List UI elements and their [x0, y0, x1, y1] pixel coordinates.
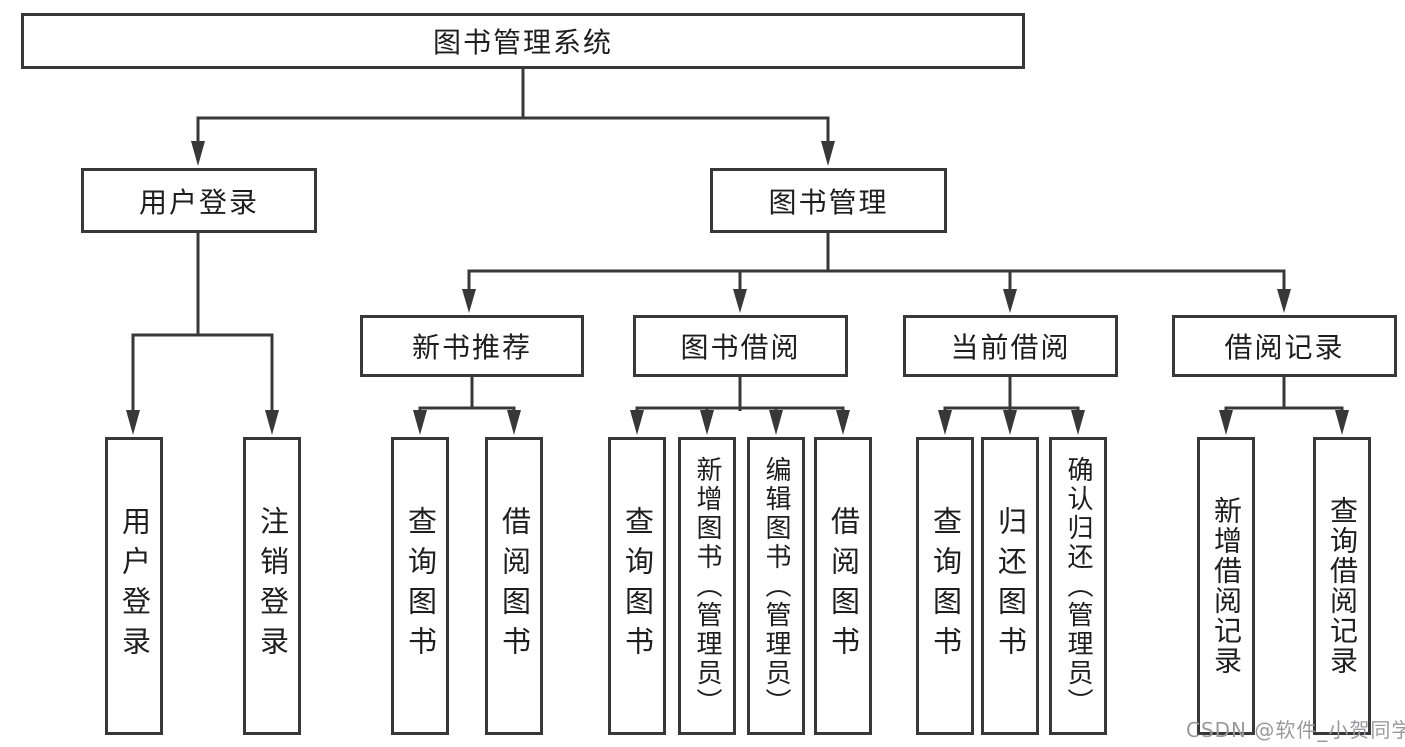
leaf-records-add-record: 新增借阅记录 — [1197, 437, 1255, 735]
leaf-logout: 注销登录 — [243, 437, 301, 735]
leaf-records-add-record-label: 新增借阅记录 — [1210, 496, 1243, 676]
leaf-borrowing-query-books: 查询图书 — [608, 437, 666, 735]
leaf-user-login: 用户登录 — [105, 437, 163, 735]
node-book-borrowing: 图书借阅 — [633, 315, 848, 377]
leaf-current-confirm-return-admin-label: 确认归还（管理员） — [1063, 455, 1093, 717]
node-new-book-recommend-label: 新书推荐 — [411, 331, 532, 364]
leaf-current-return-books-label: 归还图书 — [993, 506, 1028, 666]
leaf-user-login-label: 用户登录 — [117, 506, 152, 666]
leaf-current-query-books: 查询图书 — [916, 437, 974, 735]
leaf-records-query-record-label: 查询借阅记录 — [1326, 496, 1359, 676]
leaf-current-confirm-return-admin: 确认归还（管理员） — [1049, 437, 1107, 735]
leaf-borrowing-add-books-admin: 新增图书（管理员） — [678, 437, 736, 735]
leaf-records-query-record: 查询借阅记录 — [1313, 437, 1371, 735]
leaf-borrowing-edit-books-admin: 编辑图书（管理员） — [747, 437, 805, 735]
leaf-borrowing-query-books-label: 查询图书 — [620, 506, 655, 666]
node-borrowing-records-label: 借阅记录 — [1224, 331, 1345, 364]
leaf-borrowing-add-books-admin-label: 新增图书（管理员） — [692, 455, 722, 717]
node-user-login: 用户登录 — [81, 168, 317, 233]
node-library-management-system: 图书管理系统 — [21, 13, 1025, 69]
node-current-borrowing: 当前借阅 — [903, 315, 1118, 377]
leaf-logout-label: 注销登录 — [255, 506, 290, 666]
leaf-recommend-borrow-books: 借阅图书 — [485, 437, 543, 735]
leaf-current-return-books: 归还图书 — [981, 437, 1039, 735]
csdn-watermark: CSDN @软件_小贺同学 — [1186, 718, 1405, 742]
node-book-management-label: 图书管理 — [768, 185, 889, 219]
leaf-borrowing-borrow-books: 借阅图书 — [814, 437, 872, 735]
node-current-borrowing-label: 当前借阅 — [950, 331, 1071, 364]
node-library-management-system-label: 图书管理系统 — [432, 26, 613, 59]
node-borrowing-records: 借阅记录 — [1172, 315, 1397, 377]
leaf-recommend-query-books-label: 查询图书 — [403, 506, 438, 666]
leaf-borrowing-edit-books-admin-label: 编辑图书（管理员） — [761, 455, 791, 717]
leaf-borrowing-borrow-books-label: 借阅图书 — [826, 506, 861, 666]
leaf-recommend-borrow-books-label: 借阅图书 — [497, 506, 532, 666]
node-user-login-label: 用户登录 — [138, 185, 259, 219]
node-new-book-recommend: 新书推荐 — [360, 315, 584, 377]
leaf-recommend-query-books: 查询图书 — [391, 437, 449, 735]
node-book-management: 图书管理 — [710, 168, 947, 233]
node-book-borrowing-label: 图书借阅 — [680, 331, 801, 364]
arrowheads — [126, 141, 1349, 435]
leaf-current-query-books-label: 查询图书 — [928, 506, 963, 666]
